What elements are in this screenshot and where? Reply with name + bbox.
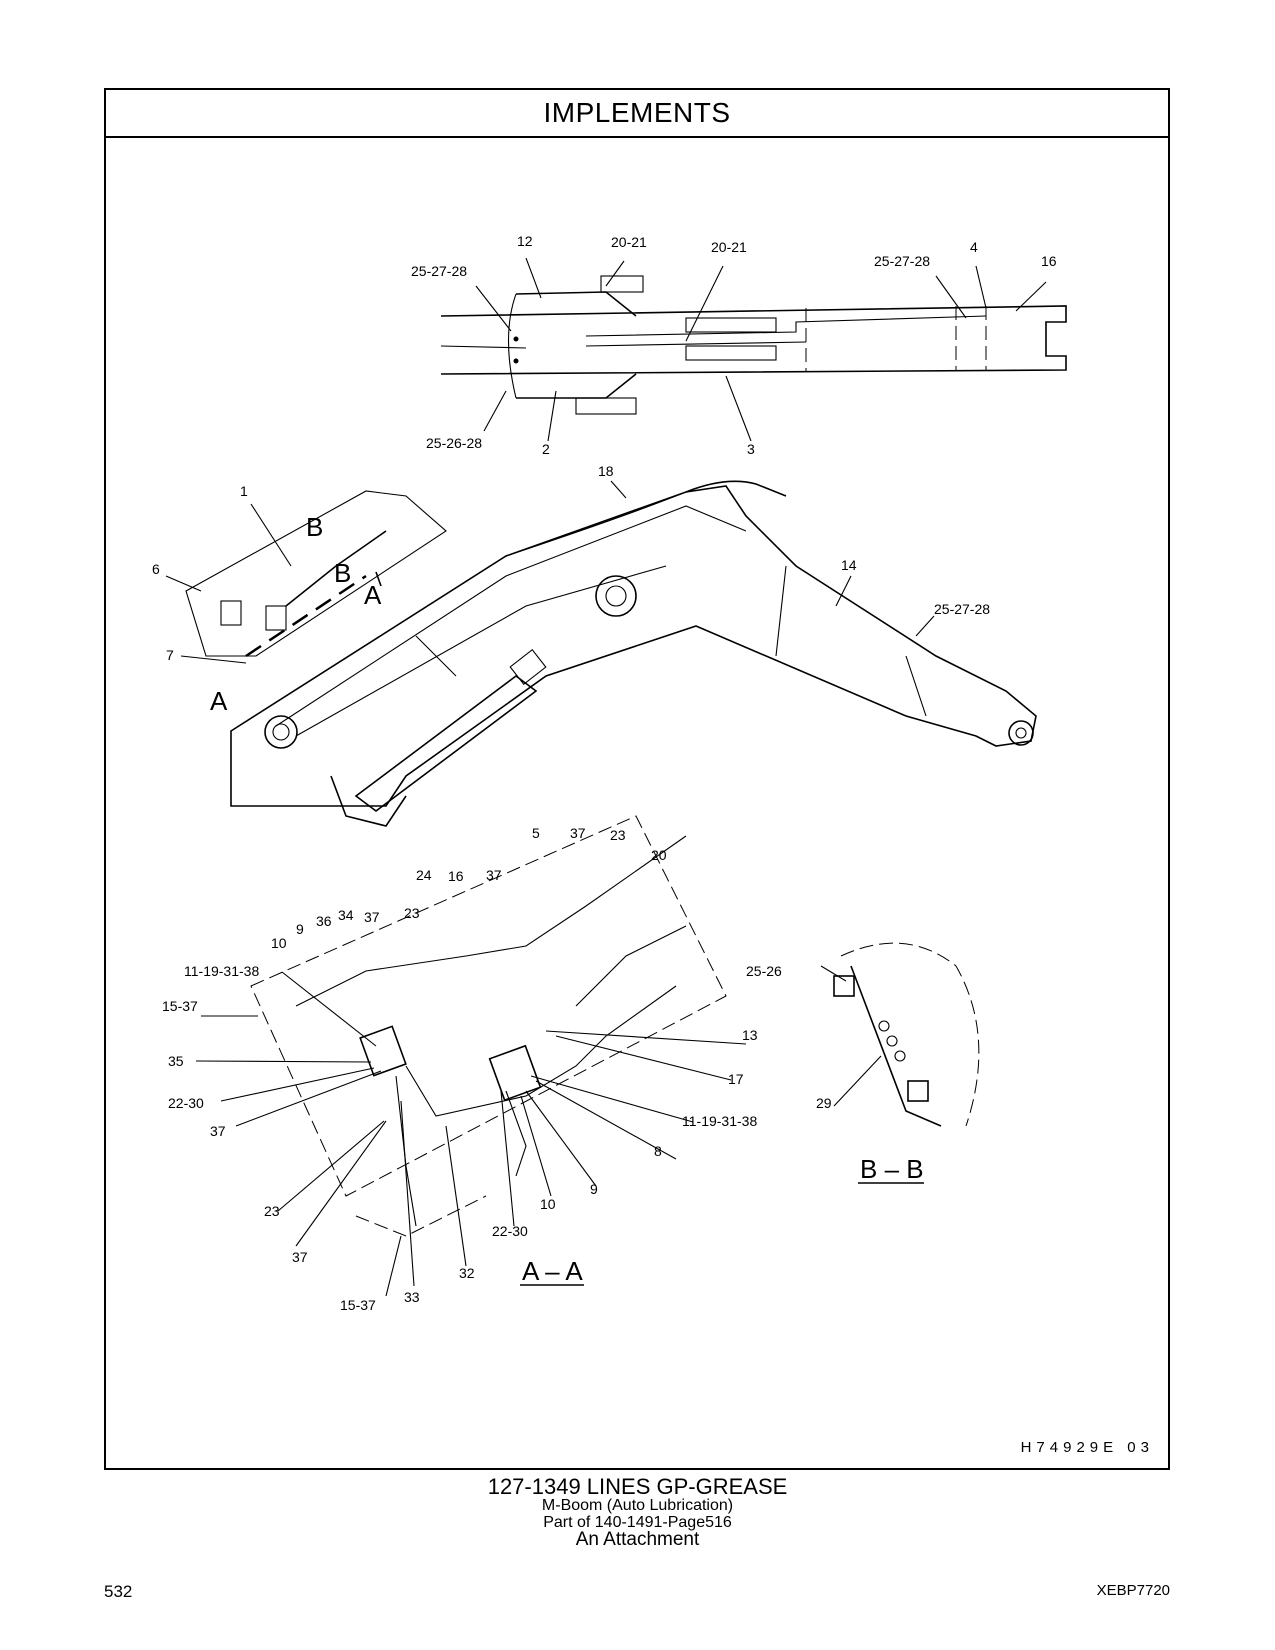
callout-label: 2 [542, 441, 550, 457]
callout-label: 14 [841, 557, 857, 573]
document-id: XEBP7720 [1096, 1582, 1170, 1599]
caption-line-3: An Attachment [575, 1529, 700, 1550]
section-marker: A [210, 686, 228, 716]
callout-label: 16 [448, 868, 464, 884]
section-bb-view [833, 942, 980, 1127]
callout-label: 5 [532, 825, 540, 841]
parts-illustration: 12 20-21 20-21 25-27-28 25-27-28 4 16 25… [152, 233, 1067, 1313]
callout-label: 20 [651, 847, 667, 863]
callout-label: 15-37 [340, 1297, 376, 1313]
callout-label: 7 [166, 647, 174, 663]
page-number: 532 [104, 1582, 133, 1601]
callout-label: 15-37 [162, 998, 198, 1014]
callout-label: 25-27-28 [934, 601, 990, 617]
callout-label: 22-30 [492, 1223, 528, 1239]
callout-label: 24 [416, 867, 432, 883]
callout-label: 37 [364, 909, 380, 925]
callout-label: 37 [210, 1123, 226, 1139]
callout-label: 23 [264, 1203, 280, 1219]
callout-label: 29 [816, 1095, 832, 1111]
callout-label: 4 [970, 239, 978, 255]
callout-label: 18 [598, 463, 614, 479]
callout-label: 33 [404, 1289, 420, 1305]
section-aa-title: A – A [522, 1256, 583, 1286]
callout-label: 20-21 [611, 234, 647, 250]
section-marker: B [334, 558, 351, 588]
callout-label: 37 [570, 825, 586, 841]
callout-label: 10 [540, 1196, 556, 1212]
section-marker: A [364, 580, 382, 610]
callout-label: 11-19-31-38 [682, 1113, 757, 1129]
callout-label: 23 [610, 827, 626, 843]
callout-label: 17 [728, 1071, 744, 1087]
callout-label: 1 [240, 483, 248, 499]
parts-drawing: 12 20-21 20-21 25-27-28 25-27-28 4 16 25… [106, 136, 1168, 1468]
callout-label: 36 [316, 913, 332, 929]
page-title: IMPLEMENTS [106, 90, 1168, 138]
callout-label: 37 [292, 1249, 308, 1265]
callout-label: 13 [742, 1027, 758, 1043]
callout-label: 20-21 [711, 239, 747, 255]
section-marker: B [306, 512, 323, 542]
callout-label: 9 [590, 1181, 598, 1197]
callout-label: 35 [168, 1053, 184, 1069]
caption-line-1: M-Boom (Auto Lubrication) [541, 1497, 734, 1514]
callout-labels: 12 20-21 20-21 25-27-28 25-27-28 4 16 25… [152, 233, 1057, 1313]
parts-group-title: 127-1349 LINES GP-GREASE [487, 1474, 788, 1499]
leader-lines [165, 257, 1047, 1297]
callout-label: 32 [459, 1265, 475, 1281]
callout-label: 16 [1041, 253, 1057, 269]
callout-label: 9 [296, 921, 304, 937]
callout-label: 22-30 [168, 1095, 204, 1111]
callout-label: 34 [338, 907, 354, 923]
callout-label: 6 [152, 561, 160, 577]
callout-label: 25-27-28 [874, 253, 930, 269]
callout-label: 37 [486, 867, 502, 883]
callout-label: 8 [654, 1143, 662, 1159]
callout-label: 23 [404, 905, 420, 921]
boom-side-view [185, 480, 1037, 827]
callout-label: 25-27-28 [411, 263, 467, 279]
boom-top-view [440, 275, 1067, 415]
callout-label: 25-26-28 [426, 435, 482, 451]
callout-label: 12 [517, 233, 533, 249]
callout-label: 10 [271, 935, 287, 951]
illustration-code: H74929E 03 [1020, 1439, 1154, 1456]
page-frame: IMPLEMENTS [104, 88, 1170, 1470]
caption-line-2: Part of 140-1491-Page516 [543, 1514, 732, 1531]
callout-label: 11-19-31-38 [184, 963, 259, 979]
callout-label: 25-26 [746, 963, 782, 979]
section-bb-title: B – B [860, 1154, 924, 1184]
callout-label: 3 [747, 441, 755, 457]
